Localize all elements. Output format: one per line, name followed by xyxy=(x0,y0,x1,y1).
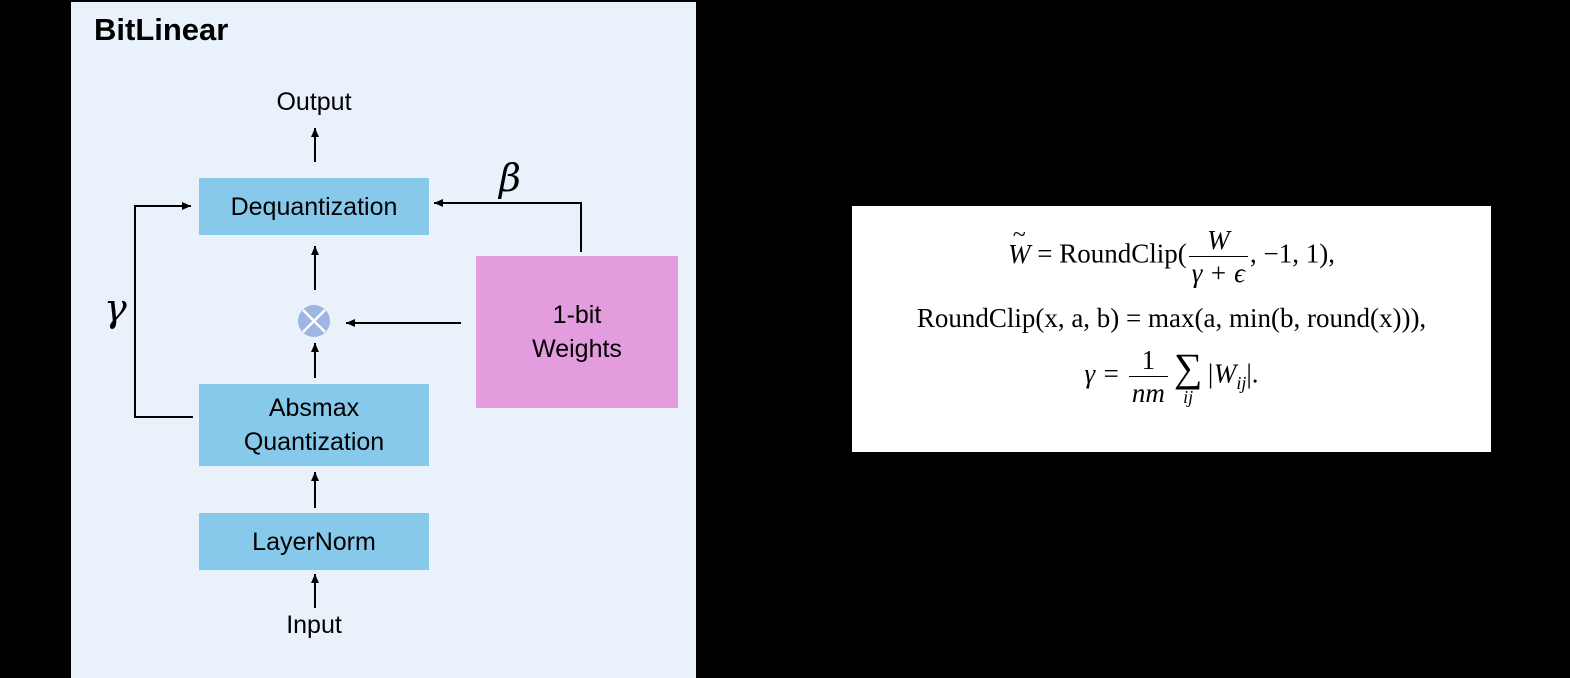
diagram-title: BitLinear xyxy=(94,12,229,47)
dequantization-box: Dequantization xyxy=(199,178,429,235)
beta-label: β xyxy=(499,156,521,200)
w-tilde-symbol: ~W xyxy=(1008,221,1031,269)
output-label: Output xyxy=(276,88,352,116)
gamma-label: γ xyxy=(104,286,127,330)
absmax-quantization-box: Absmax Quantization xyxy=(199,384,429,466)
summation-symbol: ∑ij xyxy=(1173,344,1203,407)
layernorm-box: LayerNorm xyxy=(199,513,429,570)
one-bit-weights-box: 1-bit Weights xyxy=(476,256,678,408)
input-label: Input xyxy=(286,611,342,639)
formula-roundclip-definition: RoundClip(x, a, b) = max(a, min(b, round… xyxy=(916,303,1427,333)
